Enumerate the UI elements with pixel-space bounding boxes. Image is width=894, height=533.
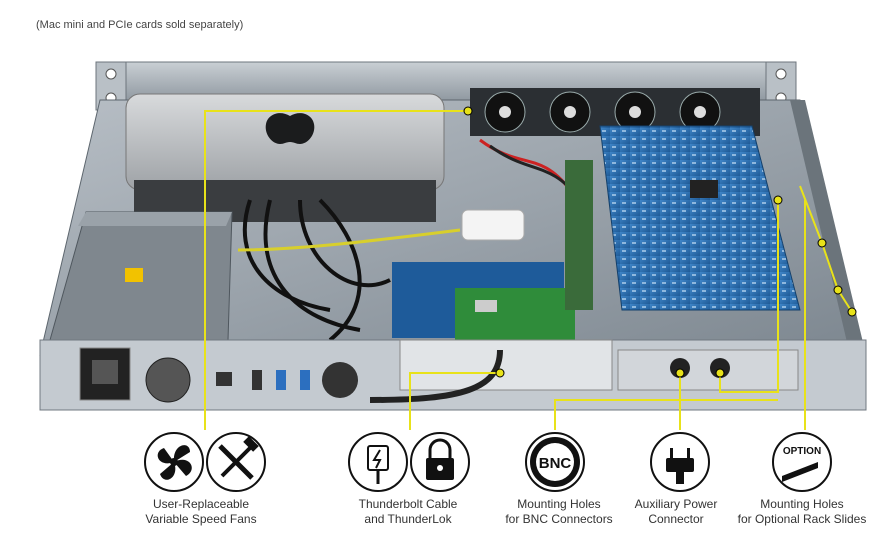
padlock-icon — [410, 432, 470, 492]
power-supply — [49, 211, 233, 341]
caption-fans: User-Replaceable Variable Speed Fans — [145, 497, 257, 526]
thunderbolt-adapter — [392, 262, 575, 340]
callout-dots — [463, 106, 857, 378]
cable-bundle — [237, 198, 461, 342]
fan-icon — [144, 432, 204, 492]
caption-aux-power: Auxiliary Power Connector — [634, 497, 718, 526]
tools-icon — [206, 432, 266, 492]
bnc-icon: BNC — [525, 432, 585, 492]
thunderbolt-cable-icon — [348, 432, 408, 492]
caption-bnc: Mounting Holes for BNC Connectors — [505, 497, 613, 526]
caption-thunderbolt: Thunderbolt Cable and ThunderLok — [358, 497, 458, 526]
caption-rack-slides: Mounting Holes for Optional Rack Slides — [737, 497, 867, 526]
callout-lines — [204, 110, 853, 430]
disclaimer-note: (Mac mini and PCIe cards sold separately… — [36, 19, 244, 31]
power-plug-icon — [650, 432, 710, 492]
rack-slide-option-icon: OPTION — [772, 432, 832, 492]
pcie-card — [461, 125, 801, 311]
front-panel — [39, 339, 867, 411]
svg-text:BNC: BNC — [539, 455, 572, 472]
svg-text:OPTION: OPTION — [783, 446, 821, 457]
mac-mini — [125, 93, 445, 222]
side-rail — [790, 100, 866, 355]
